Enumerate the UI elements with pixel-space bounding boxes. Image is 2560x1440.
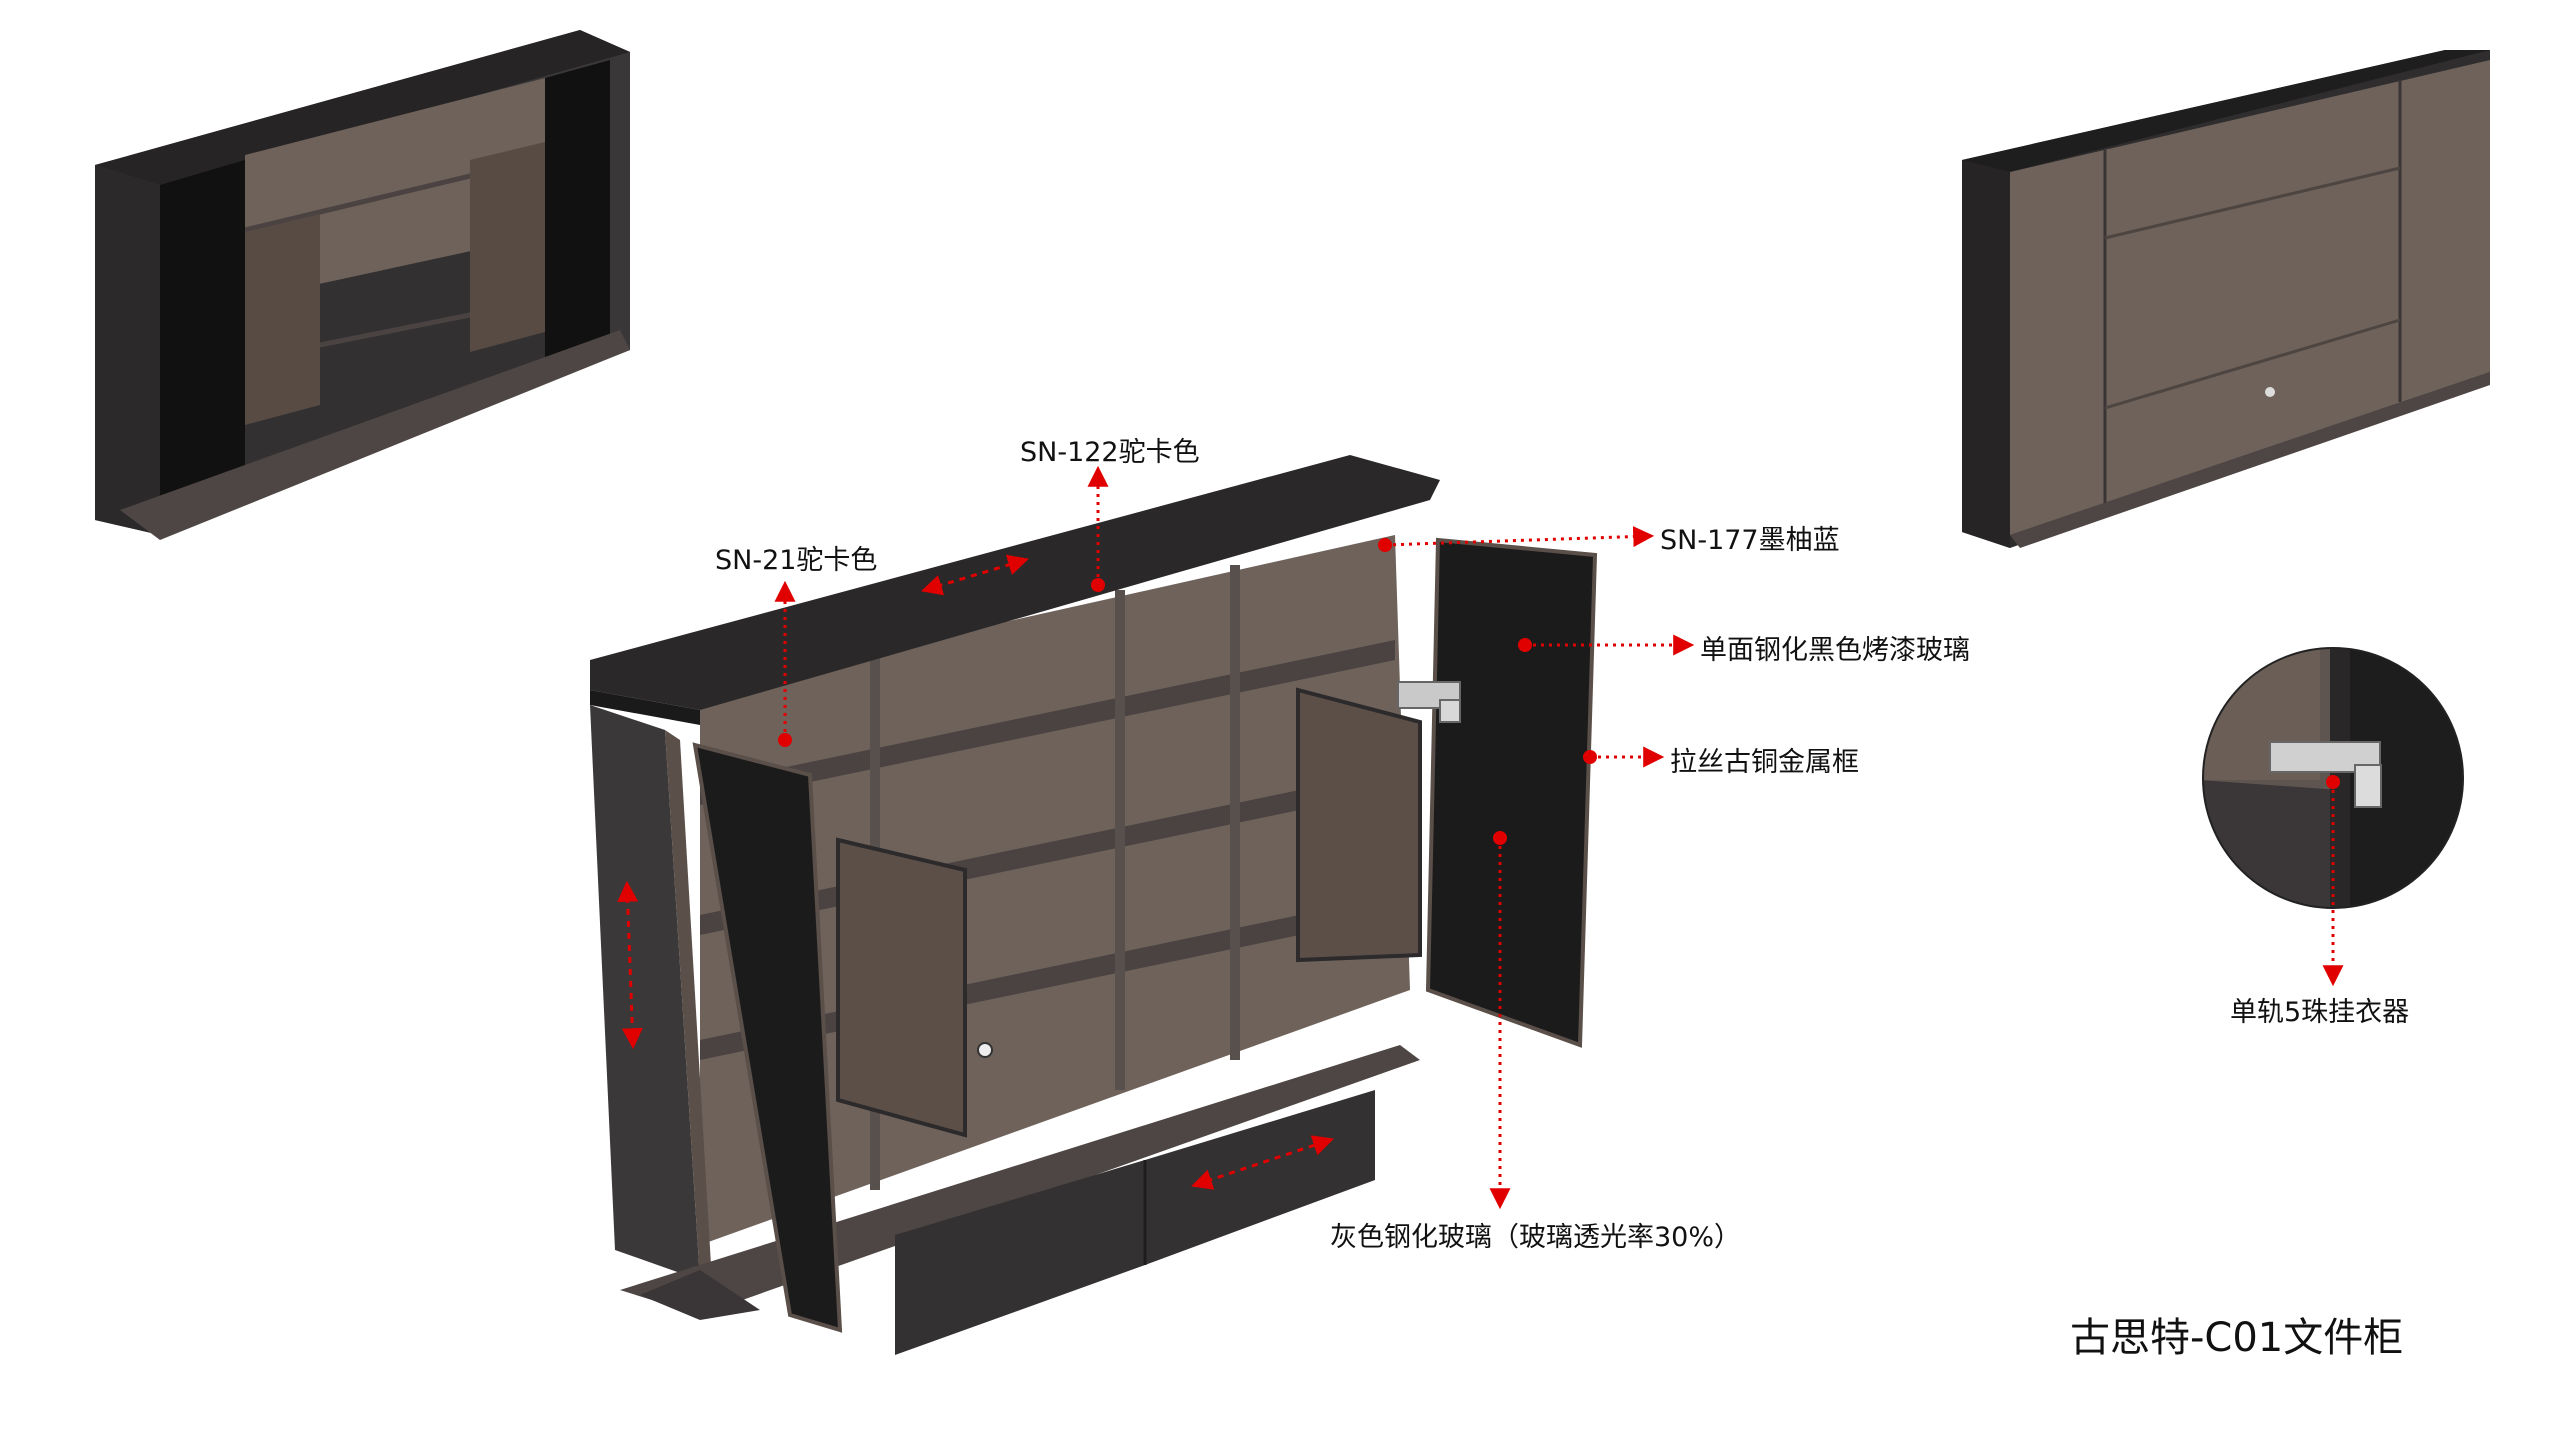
label-metal-frame: 拉丝古铜金属框 [1670, 747, 1859, 778]
label-gray-glass: 灰色钢化玻璃（玻璃透光率30%） [1330, 1222, 1742, 1253]
cabinet-back-view [1962, 50, 2490, 548]
label-door-frame-color: SN-177墨柚蓝 [1660, 525, 1840, 556]
arrow-side-slide [617, 880, 643, 1050]
label-hanger: 单轨5珠挂衣器 [2230, 997, 2410, 1028]
product-title: 古思特-C01文件柜 [2070, 1315, 2404, 1361]
annotations [617, 465, 2344, 1210]
label-door-glass: 单面钢化黑色烤漆玻璃 [1700, 635, 1970, 666]
label-top-color: SN-122驼卡色 [1020, 437, 1200, 468]
arrow-top-slide [920, 554, 1030, 596]
label-side-color: SN-21驼卡色 [715, 545, 878, 576]
cabinet-front-view [95, 30, 630, 540]
